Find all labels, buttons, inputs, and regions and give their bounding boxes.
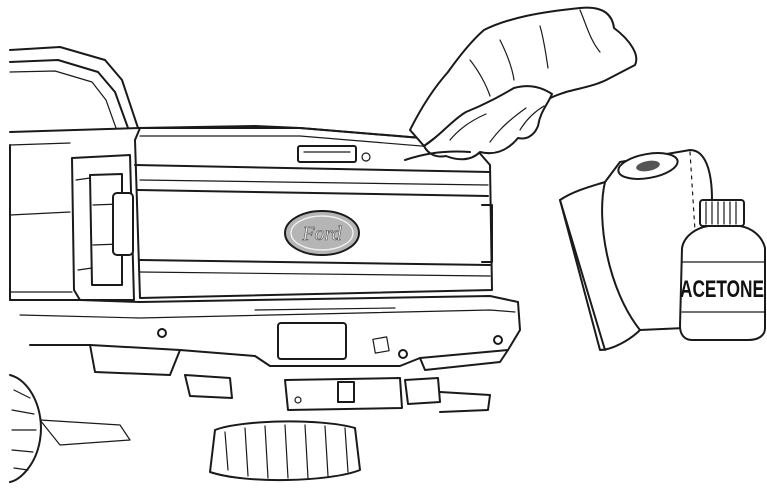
- body-side: [10, 145, 72, 300]
- trailer-hitch: [185, 375, 490, 412]
- bottle-label: ACETONE: [680, 276, 764, 303]
- rear-bumper: [10, 296, 520, 375]
- tailgate-handle: [298, 146, 356, 162]
- license-plate-recess: [278, 323, 346, 359]
- exhaust-left: [185, 375, 232, 398]
- bumper-bolt: [399, 350, 407, 358]
- exhaust-right: [405, 378, 440, 404]
- rear-tires: [10, 375, 360, 482]
- tail-light: [72, 155, 134, 300]
- tail-light-lens: [113, 193, 133, 255]
- bumper-sensor: [373, 337, 389, 353]
- gloved-hand-with-cloth: [405, 8, 636, 160]
- bumper-bolt: [158, 329, 166, 337]
- emblem-text: Ford: [301, 223, 342, 245]
- truck-cab: [10, 47, 140, 145]
- ford-emblem: Ford: [285, 211, 359, 255]
- hitch-receiver: [338, 382, 354, 402]
- bumper-bolt: [494, 336, 502, 344]
- tailgate-lock: [362, 153, 370, 161]
